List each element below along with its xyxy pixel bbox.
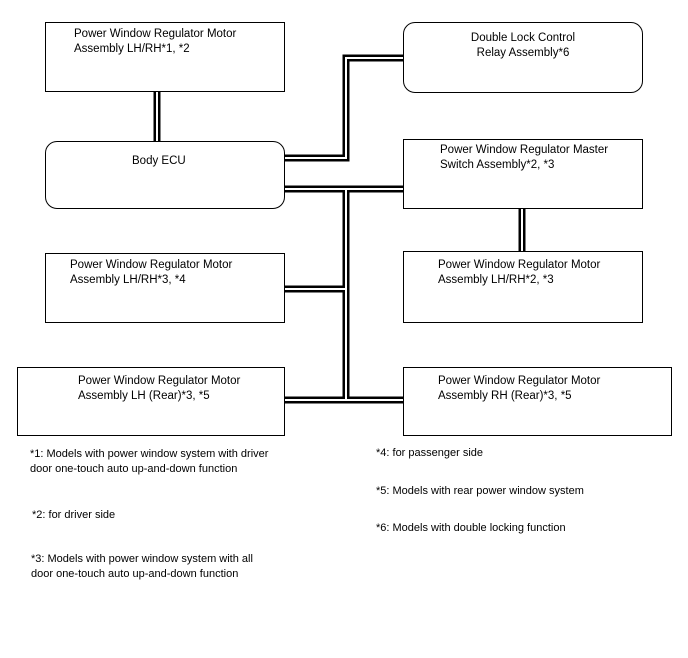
power-window-motor-lh-rh-2-3-box: Power Window Regulator Motor Assembly LH… xyxy=(403,251,643,323)
footnote-text: door one-touch auto up-and-down function xyxy=(30,463,238,475)
footnote-2: *2: for driver side xyxy=(32,508,115,523)
footnote-text: *3: Models with power window system with… xyxy=(31,553,253,565)
component-label: Power Window Regulator Motor xyxy=(438,259,601,271)
power-window-motor-lh-rh-1-2-box: Power Window Regulator Motor Assembly LH… xyxy=(45,22,285,92)
component-label: Power Window Regulator Motor xyxy=(70,259,233,271)
footnote-text: *2: for driver side xyxy=(32,509,116,521)
power-window-motor-lh-rear-box: Power Window Regulator Motor Assembly LH… xyxy=(17,367,285,436)
component-label: Power Window Regulator Motor xyxy=(78,375,241,387)
footnote-1: *1: Models with power window system with… xyxy=(30,447,268,477)
footnote-text: *1: Models with power window system with… xyxy=(30,448,269,460)
component-label: Switch Assembly*2, *3 xyxy=(440,159,555,171)
footnote-4: *4: for passenger side xyxy=(376,446,483,461)
component-label: Assembly LH/RH*3, *4 xyxy=(70,274,186,286)
body-ecu-box: Body ECU xyxy=(45,141,285,209)
component-label: Assembly LH/RH*1, *2 xyxy=(74,43,190,55)
component-label: Assembly RH (Rear)*3, *5 xyxy=(438,390,572,402)
footnote-text: door one-touch auto up-and-down function xyxy=(31,568,239,580)
footnote-text: *6: Models with double locking function xyxy=(376,522,566,534)
component-label: Power Window Regulator Motor xyxy=(438,375,601,387)
component-label: Relay Assembly*6 xyxy=(476,47,570,59)
footnote-6: *6: Models with double locking function xyxy=(376,521,566,536)
component-label: Double Lock Control xyxy=(470,32,576,44)
component-label: Assembly LH (Rear)*3, *5 xyxy=(78,390,210,402)
component-label: Power Window Regulator Master xyxy=(440,144,609,156)
wire-main-bus xyxy=(283,185,404,404)
component-label: Body ECU xyxy=(132,155,186,167)
component-label: Power Window Regulator Motor xyxy=(74,28,237,40)
master-switch-box: Power Window Regulator Master Switch Ass… xyxy=(403,139,643,209)
footnote-3: *3: Models with power window system with… xyxy=(31,552,253,582)
power-window-motor-rh-rear-box: Power Window Regulator Motor Assembly RH… xyxy=(403,367,672,436)
component-label: Assembly LH/RH*2, *3 xyxy=(438,274,554,286)
footnote-text: *4: for passenger side xyxy=(376,447,484,459)
power-window-motor-lh-rh-3-4-box: Power Window Regulator Motor Assembly LH… xyxy=(45,253,285,323)
footnote-text: *5: Models with rear power window system xyxy=(376,485,584,497)
wire-ecu-to-double-lock-relay xyxy=(283,54,404,162)
double-lock-control-relay-box: Double Lock Control Relay Assembly*6 xyxy=(403,22,643,93)
footnote-5: *5: Models with rear power window system xyxy=(376,484,584,499)
